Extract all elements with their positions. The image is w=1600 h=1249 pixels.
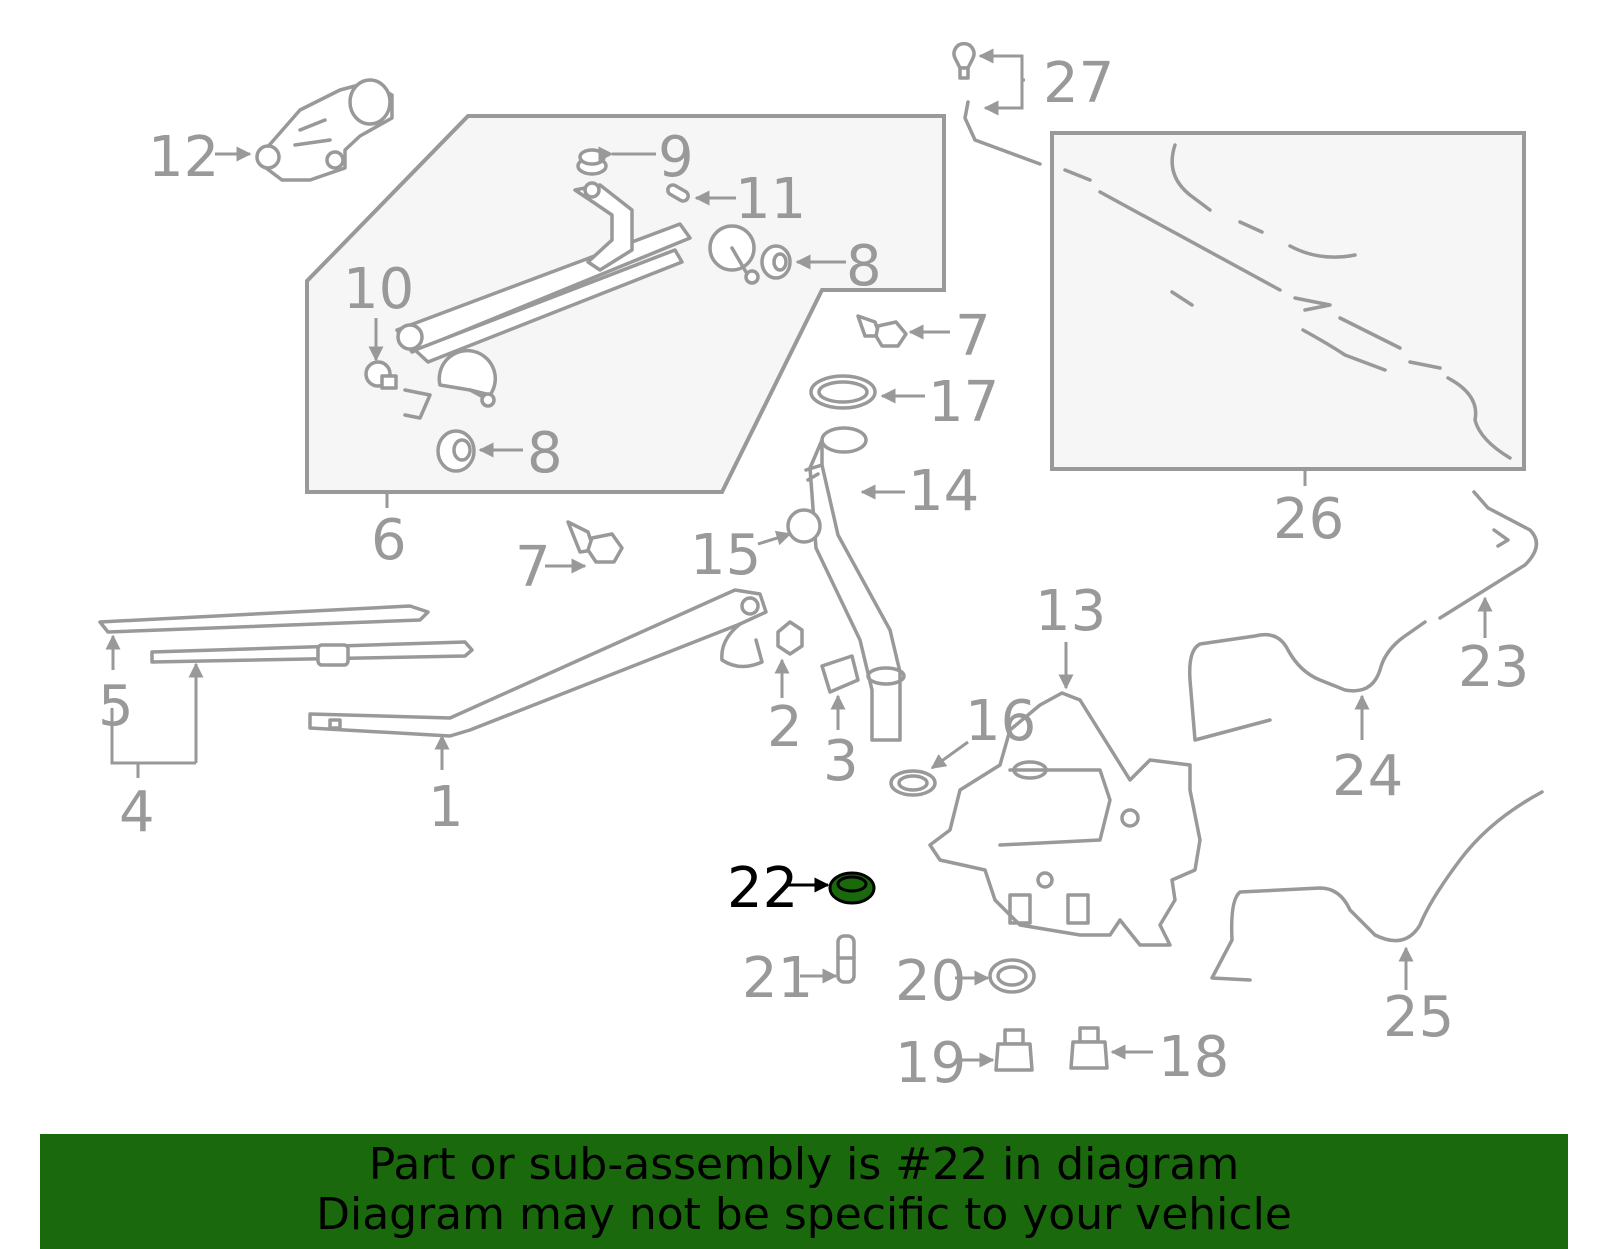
callout-10[interactable]: 10 [343, 257, 414, 322]
callout-16[interactable]: 16 [965, 689, 1036, 754]
callout-14[interactable]: 14 [908, 459, 979, 524]
callout-17[interactable]: 17 [928, 370, 999, 435]
callout-23[interactable]: 23 [1458, 635, 1529, 700]
bushing-8-upper-part[interactable] [760, 244, 792, 280]
filler-neck-14-part[interactable] [804, 426, 906, 742]
wiper-motor-part[interactable] [255, 78, 394, 182]
bolt-18-part[interactable] [1069, 1026, 1109, 1070]
nozzle-21-part[interactable] [836, 934, 856, 984]
callout-2[interactable]: 2 [767, 695, 803, 760]
cap-3-part[interactable] [820, 654, 860, 694]
callout-27[interactable]: 27 [1043, 51, 1114, 116]
callout-18[interactable]: 18 [1158, 1025, 1229, 1090]
callout-11[interactable]: 11 [735, 167, 806, 232]
clip-27-part[interactable] [952, 41, 1042, 166]
wiper-linkage-part[interactable] [395, 181, 760, 420]
bushing-8-lower-part[interactable] [436, 429, 476, 473]
callout-5[interactable]: 5 [98, 674, 134, 739]
hose-23-part[interactable] [1438, 490, 1539, 620]
callout-3[interactable]: 3 [823, 729, 859, 794]
callout-19[interactable]: 19 [895, 1031, 966, 1096]
callout-8-lower[interactable]: 8 [527, 421, 563, 486]
hose-kit-box [1050, 131, 1526, 471]
callout-7-upper[interactable]: 7 [955, 304, 991, 369]
callout-9[interactable]: 9 [658, 125, 694, 190]
seal-17-part[interactable] [809, 374, 877, 410]
wiper-arm-1-part[interactable] [308, 588, 768, 738]
callout-15[interactable]: 15 [690, 523, 761, 588]
callout-6[interactable]: 6 [371, 508, 407, 573]
pin-11-part[interactable] [666, 183, 690, 203]
callout-12[interactable]: 12 [148, 125, 219, 190]
grommet-9-part[interactable] [576, 148, 608, 176]
clip-10-part[interactable] [364, 360, 398, 390]
hose-25-part[interactable] [1210, 790, 1544, 982]
callout-20[interactable]: 20 [895, 949, 966, 1014]
banner-line-1: Part or sub-assembly is #22 in diagram [368, 1139, 1240, 1190]
nut-2-part[interactable] [776, 620, 804, 656]
hose-kit-26-part[interactable] [1063, 143, 1512, 460]
seal-16-part[interactable] [889, 769, 937, 797]
part-info-banner: Part or sub-assembly is #22 in diagram D… [40, 1134, 1568, 1249]
callout-21[interactable]: 21 [742, 946, 813, 1011]
callout-4[interactable]: 4 [119, 780, 155, 845]
bolt-7-upper-part[interactable] [856, 314, 908, 348]
grommet-15-part[interactable] [786, 508, 822, 544]
callout-13[interactable]: 13 [1035, 579, 1106, 644]
callout-26[interactable]: 26 [1273, 487, 1344, 552]
wiper-refill-4-part[interactable] [150, 640, 474, 667]
banner-line-2: Diagram may not be specific to your vehi… [316, 1189, 1292, 1240]
callout-22[interactable]: 22 [727, 856, 798, 921]
linkage-assembly-box [305, 114, 946, 494]
wiper-blade-5-part[interactable] [98, 604, 430, 634]
bolt-7-lower-part[interactable] [566, 520, 624, 564]
bolt-19-part[interactable] [994, 1028, 1034, 1072]
washer-reservoir-13-part[interactable] [928, 691, 1202, 947]
callout-25[interactable]: 25 [1383, 985, 1454, 1050]
callout-24[interactable]: 24 [1332, 744, 1403, 809]
seal-20-part[interactable] [988, 958, 1036, 994]
hose-24-part[interactable] [1187, 620, 1427, 742]
callout-7-lower[interactable]: 7 [515, 535, 551, 600]
callout-1[interactable]: 1 [428, 775, 464, 840]
callout-8-upper[interactable]: 8 [846, 234, 882, 299]
grommet-22-part[interactable] [828, 871, 876, 905]
